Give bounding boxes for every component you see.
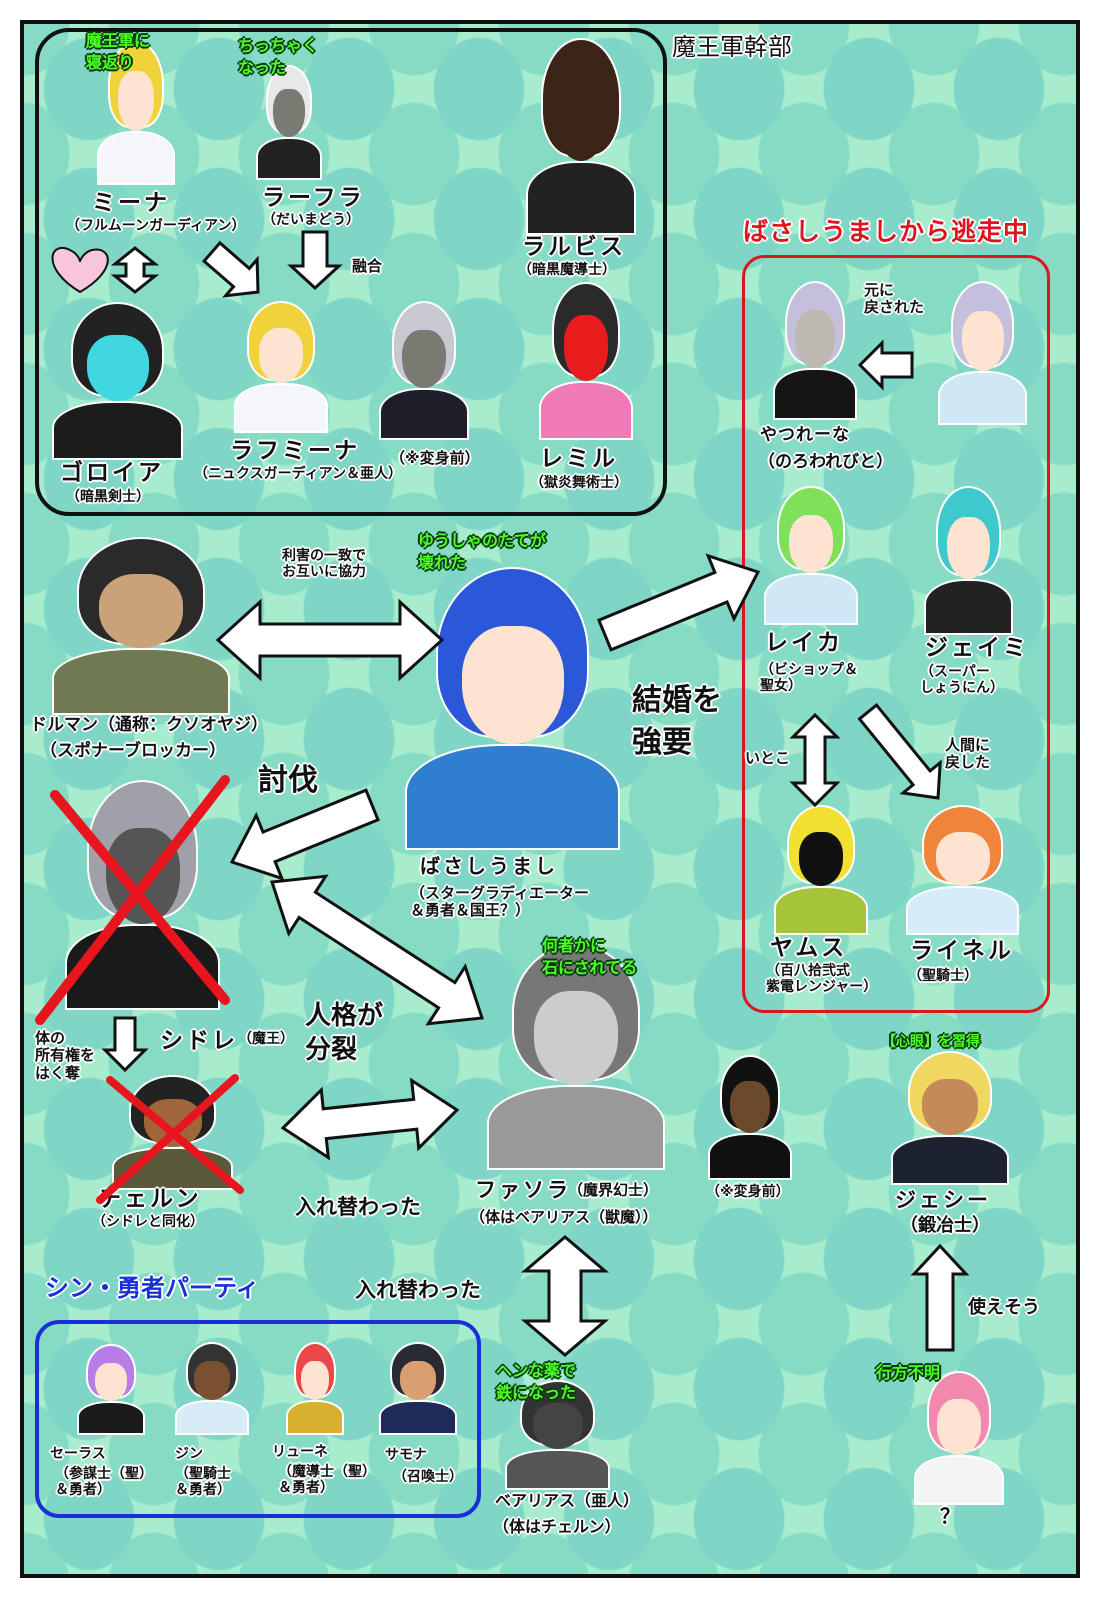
rafumina-name: ラフミーナ [230,438,360,464]
raineru-portrait [895,800,1030,935]
returned-human-label: 人間に 戻した [945,736,991,772]
forced-marriage-label: 結婚を 強要 [632,683,722,760]
jesshi-role: （鍛冶士） [900,1215,990,1236]
doruman-portrait [35,530,247,715]
remiru-portrait [530,275,642,440]
bearias-portrait [495,1375,620,1490]
fasora-portrait [470,935,682,1170]
bear-label: （※変身前） [706,1184,790,1200]
fusion-label: 融合 [352,257,383,275]
split-personality-label: 人格が 分裂 [305,1001,384,1065]
bear-portrait [700,1050,800,1180]
raineru-role: （聖騎士） [908,968,978,984]
yamusu-name: ヤムス [770,935,848,961]
before-transform-label: （※変身前） [390,449,480,467]
cooperation-label: 利害の一致で お互いに協力 [282,548,366,581]
basashi-name: ばさしうまし [420,854,558,878]
jin-name: ジン [175,1446,203,1462]
rafura-note: ちっちゃく なった [238,36,319,77]
jeimi-role: （スーパー しょうにん） [920,664,1004,697]
rafura-name: ラーフラ [262,185,365,211]
fleeing-title: ばさしうましから逃走中 [743,217,1030,246]
serasu-role: （参謀士（聖） ＆勇者） [55,1466,153,1499]
fasora-note: 何者かに 石にされてる [542,936,638,977]
shidore-portrait [50,770,235,1010]
jin-portrait [168,1338,256,1435]
doruman-role: （スポナーブロッカー） [40,741,226,761]
ryune-portrait [280,1338,350,1435]
unknown-name: ？ [940,1504,963,1528]
samona-name: サモナ [385,1447,427,1463]
jeimi-portrait [915,480,1022,635]
cherun-portrait [100,1070,245,1190]
yamusu-role: （百八拾弐式 紫電レンジャー） [766,963,878,996]
yatsurena-name: やつれーな [760,425,850,445]
basashi-role: （スターグラディエーター ＆勇者＆国王？） [410,884,589,920]
swapped-label-1: 入れ替わった [295,1195,421,1219]
goroia-role: （暗黒剣士） [66,489,150,505]
ryune-role: （魔導士（聖） ＆勇者） [278,1464,376,1497]
bearias-role: （体はチェルン） [493,1517,621,1536]
cherun-name: チェルン [98,1186,202,1212]
mina-name: ミーナ [92,190,170,216]
fasora-body: （体はベアリアス（獣魔）） [470,1208,658,1226]
cherun-role: （シドレと同化） [92,1214,204,1230]
serasu-name: セーラス [50,1446,106,1462]
shidore-name: シドレ [160,1028,238,1054]
fasora-name: ファソラ [475,1178,571,1202]
shidore-role: （魔王） [238,1031,294,1047]
rafumina-portrait [225,295,337,433]
jeimi-name: ジェイミ [925,635,1029,661]
restored-label: 元に 戻された [864,281,925,317]
ryune-name: リューネ [272,1444,328,1460]
mina-portrait [90,35,182,185]
reika-name: レイカ [765,630,843,656]
rafumina-role: （ニュクスガーディアン＆亜人） [194,466,403,482]
remiru-name: レミル [540,446,618,472]
unknown-portrait [905,1365,1013,1505]
yamusu-portrait [765,800,877,935]
serasu-portrait [70,1340,152,1435]
rafura-role: （だいまどう） [262,212,360,228]
party-title: シン・勇者パーティ [45,1274,260,1302]
basashi-portrait [385,555,640,850]
mina-note: 魔王軍に 寝返り [86,31,151,72]
swapped-label-2: 入れ替わった [355,1278,481,1302]
rarubisu-name: ラルビス [522,234,626,260]
basashi-note: ゆうしゃのたてが 壊れた [418,531,547,572]
reika-role: （ビショップ＆ 聖女） [760,662,858,695]
mina-role: （フルムーンガーディアン） [66,218,246,234]
ownership-stripped-label: 体の 所有権を はく奪 [35,1029,96,1082]
rafura-portrait [250,60,328,180]
demon-army-box [35,28,667,516]
bearias-note: ヘンな薬で 鉄になった [496,1361,577,1402]
reika-portrait [755,480,867,625]
raineru-name: ライネル [910,938,1014,964]
party-box [35,1320,481,1518]
demon-army-title: 魔王軍幹部 [672,33,792,61]
bearias-name: ベアリアス（亜人） [495,1491,640,1510]
subjugation-label: 討伐 [258,763,318,798]
yatsurena-portrait [765,275,865,420]
samona-portrait [372,1338,464,1435]
rarubisu-role: （暗黒魔導士） [518,262,616,278]
yatsurena-role: （のろわれびと） [758,452,894,472]
goroia-portrait [40,295,195,460]
remiru-role: （獄炎舞術士） [530,475,628,491]
cousin-label: いとこ [745,749,791,767]
jesshi-portrait [880,1045,1020,1185]
unknown-note: 行方不明 [876,1363,941,1382]
fasora-role: （魔界幻士） [568,1181,659,1199]
doruman-name: ドルマン（通称：クソオヤジ） [30,715,268,735]
goroia-name: ゴロイア [60,460,164,486]
rarubisu-portrait [515,30,647,235]
jesshi-note: 【心眼】を習得 [882,1034,980,1050]
jesshi-name: ジェシー [895,1188,991,1212]
yatsurena-before-portrait [930,275,1035,425]
jin-role: （聖騎士 ＆勇者） [175,1466,231,1499]
usable-label: 使えそう [968,1297,1040,1318]
before-transform-portrait [370,295,478,440]
samona-role: （召喚士） [393,1469,463,1485]
